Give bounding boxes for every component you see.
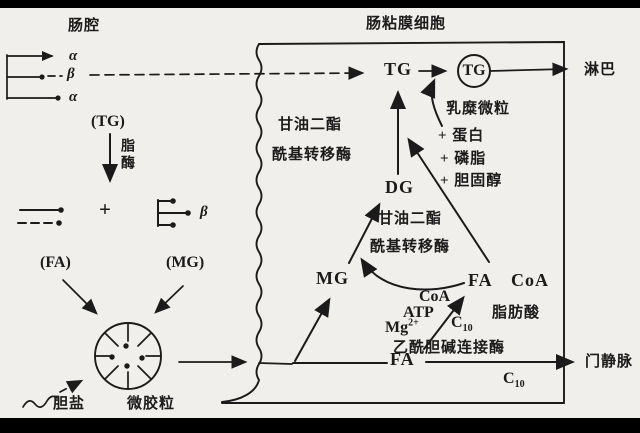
tg-parenthesized-label: (TG) — [91, 113, 125, 130]
beta-label: β — [67, 66, 75, 82]
chylomicron-label: 乳糜微粒 — [446, 101, 511, 117]
paper-background — [0, 8, 640, 418]
bile-salt-arrow — [22, 379, 84, 408]
c10-lower-label: C10 — [503, 370, 525, 391]
mg-ion-label: Mg2+ — [385, 317, 419, 336]
beta-mg-label: β — [200, 204, 208, 220]
acyltransferase-upper-line2: 酰基转移酶 — [272, 147, 353, 163]
cell-box-edges — [221, 41, 565, 404]
acyltransferase-upper-line1: 甘油二酯 — [278, 117, 343, 133]
lumen-title: 肠腔 — [68, 18, 101, 34]
chylomicron-to-lymph-arrow — [489, 62, 569, 77]
fa-coa-fa-label: FA — [468, 270, 493, 290]
cell-membrane-wavy-border — [221, 43, 263, 403]
mg-to-micelle-arrow — [154, 285, 184, 314]
fa-parenthesized-label: (FA) — [40, 254, 71, 271]
cell-outline — [221, 41, 565, 404]
acyltransferase-mid-line1: 甘油二酯 — [378, 211, 443, 227]
mg-parenthesized-label: (MG) — [166, 254, 205, 271]
plus-sign: + — [99, 197, 111, 221]
acyltransferase-mid-line2: 酰基转移酶 — [370, 239, 451, 255]
atp-label: ATP — [403, 304, 434, 321]
mg-label: MG — [316, 268, 349, 288]
beta-chain-dashed-arrow — [89, 66, 365, 80]
lipase-label: 脂酶 — [119, 138, 134, 172]
fa-bottom-label: FA — [390, 349, 415, 369]
tg-molecule-schematic — [6, 50, 63, 101]
fa-activation-arrow — [423, 295, 465, 350]
ligase-label: 乙酰胆碱连接酶 — [393, 340, 506, 356]
plus-cholesterol-label: + 胆固醇 — [440, 173, 503, 189]
tg-label: TG — [384, 59, 413, 79]
facoa-to-dg-step-curve — [360, 257, 465, 291]
micelle-arrow-continuation — [258, 362, 293, 365]
fa-to-micelle-arrow — [62, 279, 98, 315]
chylomicron-tg-label: TG — [462, 62, 486, 79]
alpha-bottom-label: α — [69, 89, 78, 105]
alpha-top-label: α — [69, 48, 78, 64]
fa-coa-coa-label: CoA — [511, 270, 549, 290]
fatty-acid-label: 脂肪酸 — [492, 305, 541, 321]
chylomicron-components-arrow — [420, 78, 443, 127]
micelle-label: 微胶粒 — [127, 396, 176, 412]
facoa-to-tg-step-arrow — [407, 137, 490, 263]
plus-phospholipid-label: + 磷脂 — [440, 151, 487, 167]
bile-salt-label: 胆盐 — [53, 396, 86, 412]
free-fatty-acids-schematic — [17, 207, 64, 226]
cell-title: 肠粘膜细胞 — [366, 16, 447, 32]
monoglyceride-schematic — [157, 198, 191, 228]
c10-upper-label: C10 — [451, 314, 473, 335]
coa-label: CoA — [419, 288, 451, 305]
junction-to-mg-arrow — [294, 297, 331, 362]
dg-label: DG — [385, 177, 414, 197]
micelle-schematic — [94, 322, 162, 390]
portal-vein-label: 门静脉 — [585, 354, 634, 370]
lymph-label: 淋巴 — [584, 62, 617, 78]
mg-to-dg-arrow — [348, 202, 381, 264]
plus-protein-label: + 蛋白 — [438, 128, 485, 144]
